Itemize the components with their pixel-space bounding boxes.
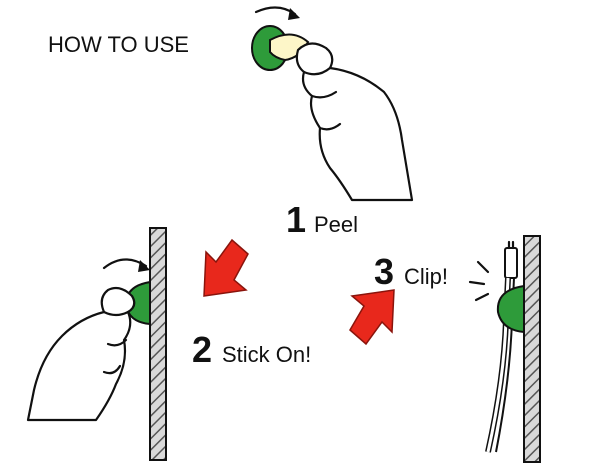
- step-1-illustration: [251, 6, 414, 202]
- step-1-label: Peel: [314, 212, 358, 237]
- step-3-label: Clip!: [404, 264, 448, 289]
- click-burst-line: [476, 260, 490, 274]
- click-burst-line: [474, 292, 490, 302]
- wall-left: [149, 227, 167, 461]
- red-arrow-up-right-icon: [349, 289, 395, 346]
- step-1-number: 1: [286, 199, 306, 240]
- stick-hand-icon: [26, 286, 136, 422]
- red-arrow-down-left-icon: [203, 238, 249, 297]
- page-title: HOW TO USE: [48, 32, 189, 57]
- peel-motion-arrowhead: [288, 8, 300, 20]
- wall-right: [523, 235, 541, 463]
- stick-motion-arrowhead: [138, 260, 150, 272]
- step-2-number: 2: [192, 329, 212, 370]
- cable-clip-green-icon-3: [496, 284, 525, 334]
- peel-motion-arrow: [254, 6, 297, 16]
- peel-hand-icon: [295, 42, 414, 202]
- step-3-illustration: [468, 235, 541, 463]
- step-2-label: Stick On!: [222, 342, 311, 367]
- step-3-number: 3: [374, 251, 394, 292]
- cable-plug-icon: [504, 247, 518, 279]
- click-burst-line: [468, 280, 486, 286]
- step-2-illustration: [26, 227, 167, 461]
